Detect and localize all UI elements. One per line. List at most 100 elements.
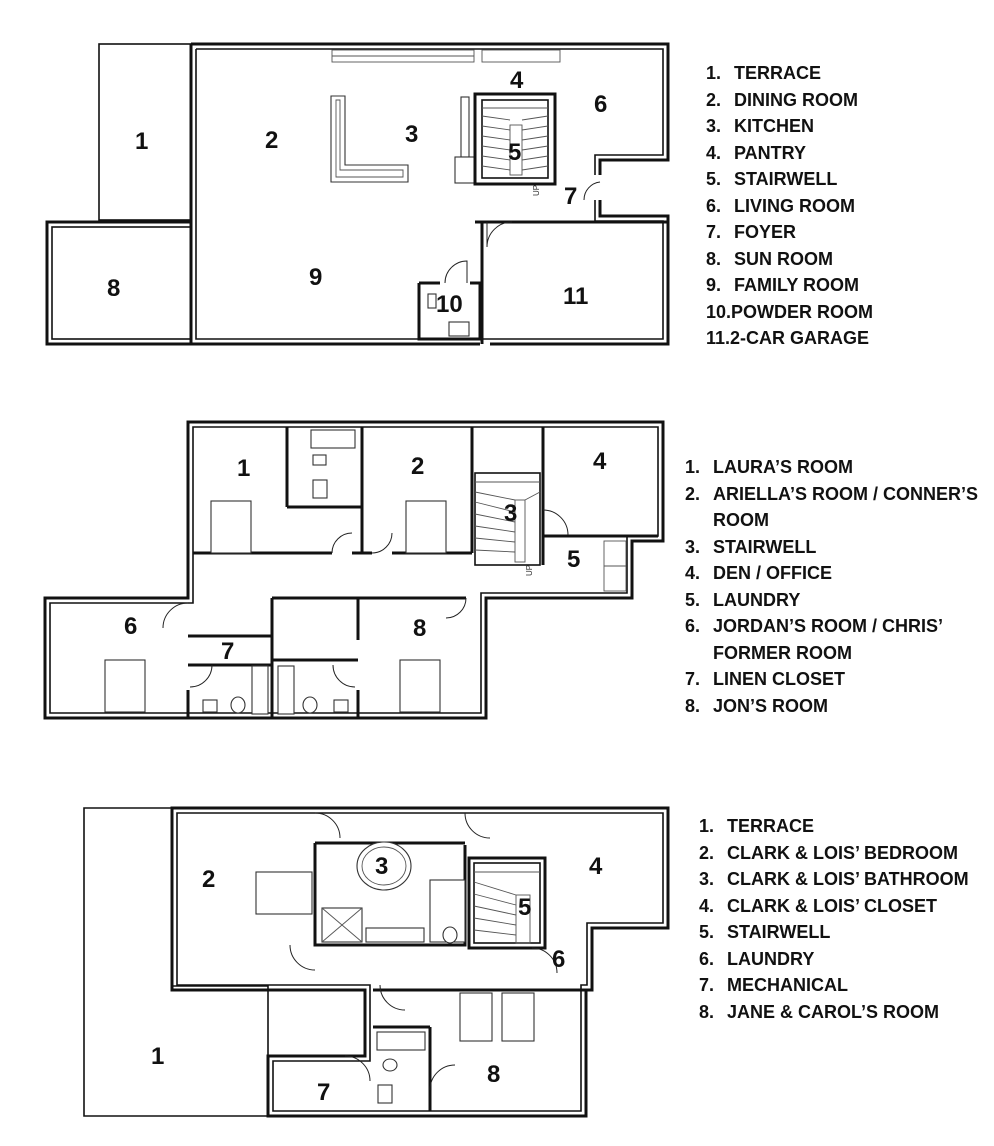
floor-1-room-number: 11 [563, 283, 588, 310]
floor-3-room-number: 2 [202, 866, 215, 893]
legend-item: 11.2-CAR GARAGE [706, 325, 873, 352]
legend-number: 1. [699, 816, 715, 836]
legend-number: 9. [706, 275, 722, 295]
legend-number: 5. [706, 169, 722, 189]
legend-number: 2. [685, 483, 701, 504]
legend-label: JON’S ROOM [713, 695, 829, 716]
legend-number: 8. [699, 1001, 715, 1022]
legend-item: 6.LIVING ROOM [706, 193, 873, 220]
legend-label: FOYER [734, 222, 797, 242]
floor-1-room-number: 9 [309, 264, 322, 291]
floor-1-stair-up-label: UP [532, 185, 541, 196]
legend-label: STAIRWELL [734, 169, 838, 189]
legend-label: CLARK & LOIS’ BEDROOM [727, 842, 959, 863]
floor-3-room-number: 1 [151, 1043, 164, 1070]
legend-number: 2. [706, 89, 722, 110]
floor-2-room-number: 6 [124, 613, 137, 640]
floor-3-room-number: 4 [589, 853, 603, 880]
legend-number: 1. [685, 457, 701, 477]
legend-label: MECHANICAL [727, 975, 848, 995]
legend-label: POWDER ROOM [731, 301, 874, 322]
floor-1-room-number: 1 [135, 128, 148, 155]
legend-label: DEN / OFFICE [713, 563, 833, 583]
legend-label: 2-CAR GARAGE [730, 328, 870, 348]
floor-1-plan: UP [45, 42, 670, 346]
legend-label: CLARK & LOIS’ BATHROOM [727, 869, 969, 889]
legend-label: FAMILY ROOM [734, 275, 860, 295]
legend-number: 7. [685, 669, 701, 689]
floor-2-room-number: 5 [567, 546, 580, 573]
legend-number: 3. [706, 116, 722, 136]
legend-item: 2. CLARK & LOIS’ BEDROOM [699, 840, 969, 867]
legend-item: 3. KITCHEN [706, 113, 873, 140]
floor-1-room-number: 10 [436, 291, 463, 318]
floor-2-room-number: 4 [593, 448, 607, 475]
floor-1-room-number: 7 [564, 183, 577, 210]
legend-item: 7. FOYER [706, 219, 873, 246]
legend-number: 3. [699, 869, 715, 889]
legend-label-continued: ROOM [713, 510, 769, 530]
legend-item: 2. DINING ROOM [706, 87, 873, 114]
legend-item: 4.DEN / OFFICE [685, 560, 978, 587]
floor-3-room-number: 3 [375, 853, 388, 880]
legend-label: KITCHEN [734, 116, 814, 136]
legend-item: 6.JORDAN’S ROOM / CHRIS’FORMER ROOM [685, 613, 978, 666]
legend-item: 8. JANE & CAROL’S ROOM [699, 999, 969, 1026]
legend-label: LINEN CLOSET [713, 669, 846, 689]
floor-1-room-numbers: 1 2 3 4 5 6 7 8 9 10 11 [107, 67, 607, 318]
legend-number: 1. [706, 63, 722, 83]
legend-item: 4. CLARK & LOIS’ CLOSET [699, 893, 969, 920]
legend-number: 7. [706, 222, 722, 242]
legend-item: 1. LAURA’S ROOM [685, 454, 978, 481]
floor-3-legend: 1. TERRACE 2. CLARK & LOIS’ BEDROOM 3. CLAR… [699, 813, 969, 1025]
legend-number: 4. [699, 895, 715, 916]
legend-label: PANTRY [734, 142, 806, 163]
legend-label: STAIRWELL [727, 922, 831, 942]
floor-3-room-number: 8 [487, 1061, 500, 1088]
legend-label: STAIRWELL [713, 536, 817, 557]
legend-number: 7. [699, 975, 715, 995]
legend-item: 6.LAUNDRY [699, 946, 969, 973]
legend-item: 8.JON’S ROOM [685, 693, 978, 720]
legend-number: 4. [706, 142, 722, 163]
legend-item: 9. FAMILY ROOM [706, 272, 873, 299]
floor-2-legend: 1. LAURA’S ROOM 2. ARIELLA’S ROOM / CONNER… [685, 454, 978, 719]
floor-3-plan [83, 806, 670, 1118]
legend-item: 1. TERRACE [699, 813, 969, 840]
legend-item: 2. ARIELLA’S ROOM / CONNER’S ROOM [685, 481, 978, 534]
legend-number: 5. [699, 922, 715, 942]
legend-label: JANE & CAROL’S ROOM [727, 1001, 940, 1022]
legend-label: DINING ROOM [734, 89, 858, 110]
floor-1-room-number: 4 [510, 67, 524, 94]
legend-label: TERRACE [734, 63, 822, 83]
legend-number: 8. [706, 248, 722, 269]
legend-item: 7. MECHANICAL [699, 972, 969, 999]
legend-label: LAURA’S ROOM [713, 457, 854, 477]
floor-1-legend: 1. TERRACE 2. DINING ROOM 3. KITCHEN 4. PANT… [706, 60, 873, 352]
floor-1-room-number: 8 [107, 275, 120, 302]
floor-2-room-number: 3 [504, 500, 517, 527]
legend-item: 5.LAUNDRY [685, 587, 978, 614]
legend-label: TERRACE [727, 816, 815, 836]
legend-label: SUN ROOM [734, 248, 833, 269]
floor-1-room-number: 2 [265, 127, 278, 154]
legend-label: JORDAN’S ROOM / CHRIS’ [713, 616, 944, 636]
legend-item: 1. TERRACE [706, 60, 873, 87]
legend-number: 2. [699, 842, 715, 863]
floor-2-room-number: 1 [237, 455, 250, 482]
legend-number: 6. [685, 616, 701, 636]
legend-label: ARIELLA’S ROOM / CONNER’S [713, 483, 979, 504]
floor-3-room-number: 5 [518, 894, 531, 921]
floor-2-room-numbers: 1 2 3 4 5 6 7 8 [124, 448, 607, 665]
legend-label: CLARK & LOIS’ CLOSET [727, 895, 938, 916]
floor-2-room-number: 7 [221, 638, 234, 665]
legend-item: 5. STAIRWELL [706, 166, 873, 193]
legend-item: 8. SUN ROOM [706, 246, 873, 273]
legend-item: 3. CLARK & LOIS’ BATHROOM [699, 866, 969, 893]
legend-item: 5. STAIRWELL [699, 919, 969, 946]
floor-1-room-number: 6 [594, 91, 607, 118]
floor-2-plan: UP [43, 420, 665, 720]
legend-number: 5. [685, 589, 701, 610]
floor-2-room-number: 8 [413, 615, 426, 642]
legend-item: 7. LINEN CLOSET [685, 666, 978, 693]
